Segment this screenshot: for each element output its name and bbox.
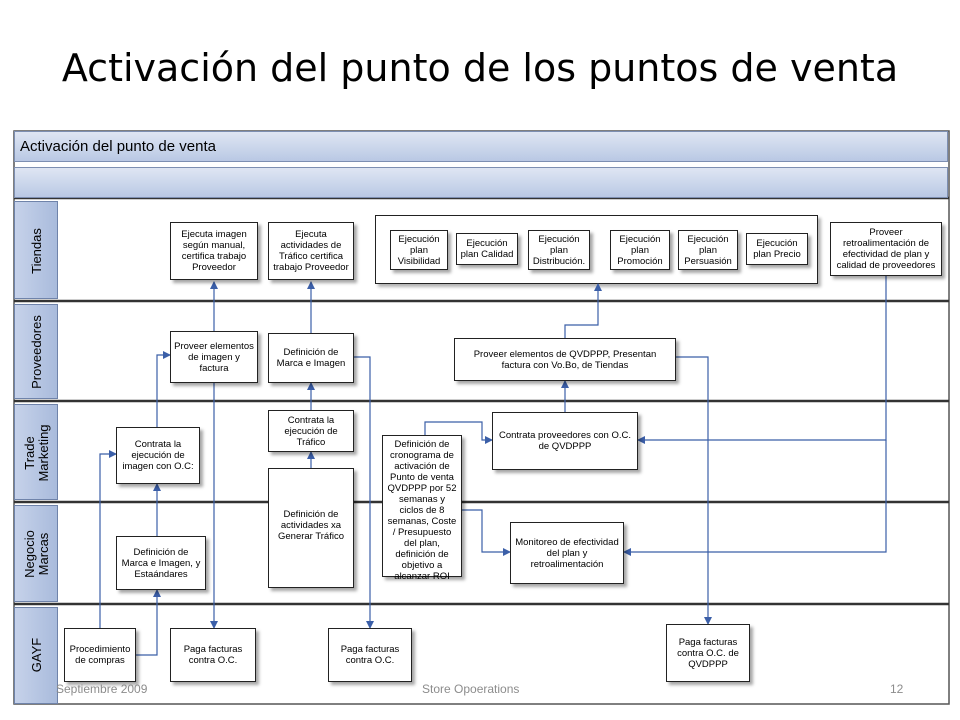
box-definicion-marca-imagen: Definición de Marca e Imagen (268, 333, 354, 383)
box-ejecucion-visibilidad: Ejecución plan Visibilidad (390, 230, 448, 270)
box-monitoreo-efectividad: Monitoreo de efectividad del plan y retr… (510, 522, 624, 584)
footer-center-text: Store Opoerations (422, 682, 520, 696)
box-contrata-ejecucion-imagen: Contrata la ejecución de imagen con O.C: (116, 427, 200, 484)
lane-label-proveedores: Proveedores (14, 304, 58, 399)
lane-label-negocio-marcas: Negocio Marcas (14, 505, 58, 602)
lane-label-gayf: GAYF (14, 607, 58, 704)
box-contrata-trafico: Contrata la ejecución de Tráfico (268, 410, 354, 452)
box-procedimiento-compras: Procedimiento de compras (64, 628, 136, 682)
slide-title: Activación del punto de los puntos de ve… (61, 46, 899, 90)
box-ejecucion-precio: Ejecución plan Precio (746, 233, 808, 265)
box-paga-facturas-qvdppp: Paga facturas contra O.C. de QVDPPP (666, 624, 750, 682)
box-proveer-elementos-imagen: Proveer elementos de imagen y factura (170, 331, 258, 383)
box-contrata-proveedores-qvdppp: Contrata proveedores con O.C. de QVDPPP (492, 412, 638, 470)
lane-label-trade-marketing: Trade Marketing (14, 404, 58, 500)
lane-label-tiendas: Tiendas (14, 201, 58, 299)
box-ejecucion-persuasion: Ejecución plan Persuasión (678, 230, 738, 270)
box-ejecucion-calidad: Ejecución plan Calidad (456, 233, 518, 265)
box-ejecucion-promocion: Ejecución plan Promoción (610, 230, 670, 270)
box-ejecuta-trafico: Ejecuta actividades de Tráfico certifica… (268, 222, 354, 280)
box-proveer-elementos-qvdppp: Proveer elementos de QVDPPP, Presentan f… (454, 338, 676, 381)
box-definicion-actividades-trafico: Definición de actividades xa Generar Trá… (268, 468, 354, 588)
box-paga-facturas-oc-2: Paga facturas contra O.C. (328, 628, 412, 682)
box-definicion-cronograma: Definición de cronograma de activación d… (382, 435, 462, 582)
box-ejecucion-distribucion: Ejecución plan Distribución. (528, 230, 590, 270)
footer-page-number: 12 (890, 682, 904, 696)
box-definicion-marca-estandares: Definición de Marca e Imagen, y Estaánda… (116, 536, 206, 590)
pool-subheader-bar (14, 167, 948, 198)
ejecucion-plans-group (375, 215, 818, 284)
pool-title: Activación del punto de venta (20, 138, 216, 155)
box-paga-facturas-oc-1: Paga facturas contra O.C. (170, 628, 256, 682)
footer-date: Septiembre 2009 (56, 682, 148, 696)
pool-header-bar (14, 131, 948, 162)
box-proveer-retroalimentacion: Proveer retroalimentación de efectividad… (830, 222, 942, 276)
box-ejecuta-imagen: Ejecuta imagen según manual, certifica t… (170, 222, 258, 280)
